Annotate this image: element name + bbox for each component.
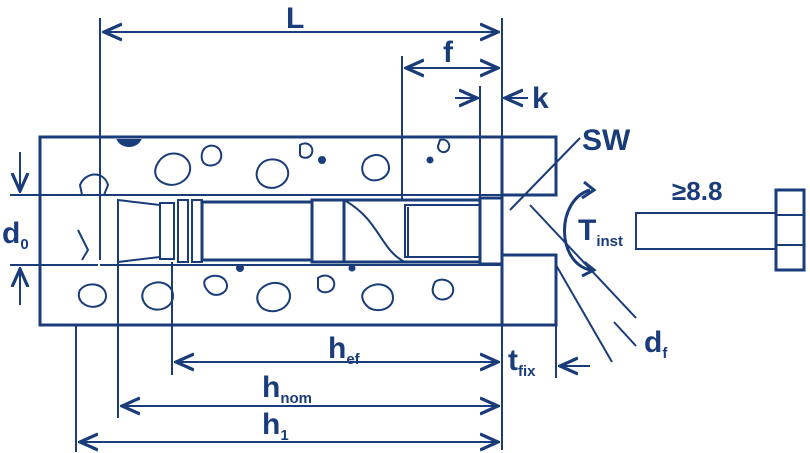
label-grade: ≥8.8: [672, 176, 722, 206]
bolt: [635, 188, 806, 272]
label-d0-main: d: [2, 217, 20, 250]
label-hnom-sub: nom: [280, 390, 312, 407]
concrete-block: [38, 135, 504, 327]
label-f: f: [443, 36, 454, 69]
label-d0-sub: 0: [20, 236, 28, 253]
label-T-main: T: [578, 214, 596, 247]
anchor-body: [117, 196, 504, 266]
label-df-sub: f: [662, 345, 668, 362]
label-hef-sub: ef: [346, 351, 360, 368]
label-hef: hef: [328, 332, 361, 368]
dimension-lines: [10, 18, 637, 452]
label-k: k: [532, 82, 549, 115]
label-d0: d0: [2, 217, 29, 253]
label-hnom-main: h: [262, 371, 280, 404]
label-T-sub: inst: [596, 233, 623, 250]
label-h1: h1: [262, 408, 289, 444]
label-L: L: [286, 2, 304, 35]
label-h1-sub: 1: [280, 427, 288, 444]
label-T-inst: Tinst: [578, 214, 623, 250]
label-tfix-main: t: [508, 344, 518, 377]
label-hef-main: h: [328, 332, 346, 365]
label-SW: SW: [582, 124, 631, 157]
label-df-main: d: [644, 326, 662, 359]
label-h1-main: h: [262, 408, 280, 441]
label-df: df: [644, 326, 668, 362]
fixture-plate: [500, 135, 558, 327]
label-hnom: hnom: [262, 371, 312, 407]
label-tfix-sub: fix: [518, 363, 536, 380]
label-tfix: tfix: [508, 344, 536, 380]
